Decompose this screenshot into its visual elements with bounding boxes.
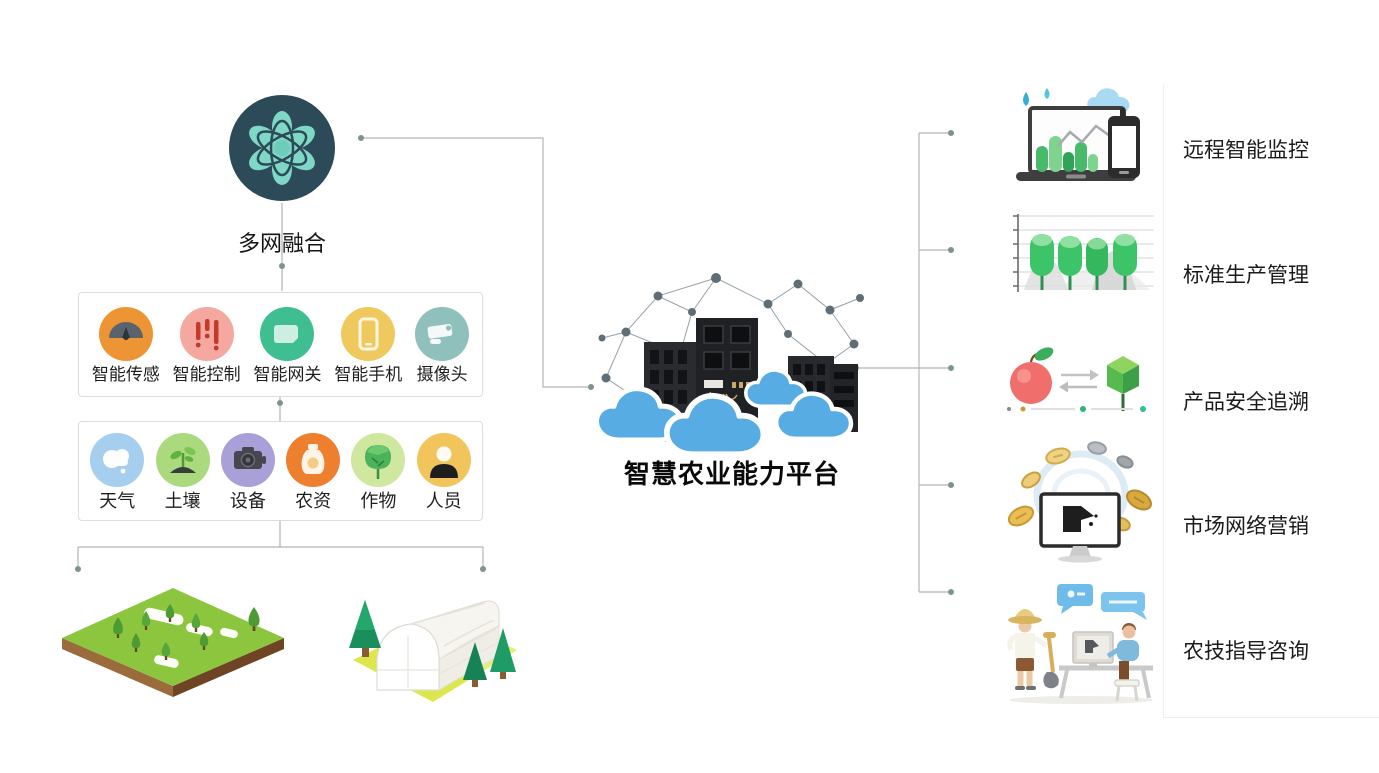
device-item: 摄像头 bbox=[415, 306, 470, 384]
data-item: 土壤 bbox=[155, 432, 210, 511]
data-item-label: 设备 bbox=[229, 490, 266, 511]
smartphone-icon bbox=[341, 306, 396, 361]
data-layer-box: 天气 土壤 设备 农资 作物 人员 bbox=[78, 421, 483, 521]
data-item-label: 作物 bbox=[360, 490, 397, 511]
online-marketing-illustration bbox=[1007, 441, 1152, 563]
service-label-consulting: 农技指导咨询 bbox=[1183, 640, 1309, 663]
data-item-label: 天气 bbox=[99, 490, 136, 511]
soil-sprout-icon bbox=[155, 432, 210, 487]
service-label-production-management: 标准生产管理 bbox=[1183, 264, 1309, 287]
panel-divider-vertical bbox=[1163, 85, 1164, 718]
desk-and-advisor bbox=[1059, 623, 1153, 702]
data-item-label: 土壤 bbox=[164, 490, 201, 511]
gauge-icon bbox=[98, 306, 153, 361]
crop-tree-icon bbox=[351, 432, 406, 487]
traceability-illustration bbox=[1007, 347, 1146, 412]
sim-card-icon bbox=[260, 306, 315, 361]
device-layer-box: 智能传感 智能控制 智能网关 智能手机 摄像头 bbox=[78, 292, 483, 397]
weather-cloud-icon bbox=[90, 432, 145, 487]
platform-title: 智慧农业能力平台 bbox=[624, 459, 841, 489]
device-item-label: 智能传感 bbox=[91, 364, 160, 384]
data-item: 天气 bbox=[90, 432, 145, 511]
data-item: 人员 bbox=[416, 432, 471, 511]
farm-field-illustration bbox=[62, 588, 284, 697]
service-label-traceability: 产品安全追溯 bbox=[1183, 391, 1309, 414]
sliders-icon bbox=[179, 306, 234, 361]
shovel bbox=[1043, 632, 1059, 689]
data-item: 作物 bbox=[351, 432, 406, 511]
data-item-label: 人员 bbox=[425, 490, 462, 511]
device-item-label: 摄像头 bbox=[416, 364, 468, 384]
device-item-label: 智能控制 bbox=[172, 364, 241, 384]
greenhouse-illustration bbox=[349, 600, 517, 702]
equipment-camera-icon bbox=[220, 432, 275, 487]
cctv-camera-icon bbox=[415, 306, 470, 361]
device-item: 智能网关 bbox=[253, 306, 322, 384]
consulting-illustration bbox=[1007, 584, 1153, 704]
device-item: 智能传感 bbox=[91, 306, 160, 384]
device-item-label: 智能手机 bbox=[334, 364, 403, 384]
device-item-label: 智能网关 bbox=[253, 364, 322, 384]
device-item: 智能手机 bbox=[334, 306, 403, 384]
person-icon bbox=[416, 432, 471, 487]
data-item-label: 农资 bbox=[295, 490, 332, 511]
device-item: 智能控制 bbox=[172, 306, 241, 384]
remote-monitoring-illustration bbox=[1016, 88, 1140, 181]
atom-flower-icon bbox=[229, 95, 335, 201]
fusion-node-label: 多网融合 bbox=[238, 231, 327, 256]
service-label-remote-monitoring: 远程智能监控 bbox=[1183, 139, 1309, 162]
cloud-buildings-illustration bbox=[594, 273, 864, 458]
farmer-figure bbox=[1007, 609, 1049, 690]
service-label-online-marketing: 市场网络营销 bbox=[1183, 515, 1309, 538]
data-item: 设备 bbox=[220, 432, 275, 511]
production-management-illustration bbox=[1013, 214, 1154, 292]
data-item: 农资 bbox=[286, 432, 341, 511]
panel-divider-horizontal bbox=[1163, 717, 1379, 718]
supplies-bag-icon bbox=[286, 432, 341, 487]
